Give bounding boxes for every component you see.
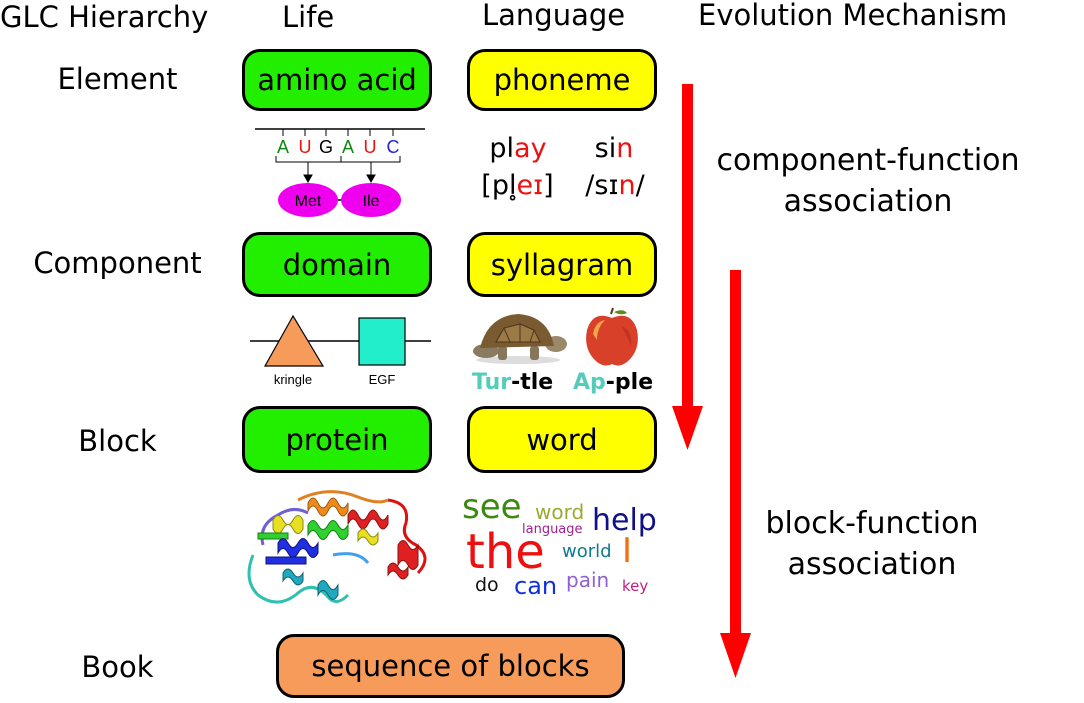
- domain-box: domain: [242, 232, 432, 297]
- word-cloud: see word language help the world I do ca…: [458, 488, 668, 603]
- met-label: Met: [295, 193, 322, 210]
- egf-label: EGF: [369, 372, 396, 387]
- wc-world: world: [562, 541, 612, 562]
- kringle-label: kringle: [274, 372, 312, 387]
- apple-syllables: Ap-ple: [573, 370, 653, 395]
- turtle-syllables: Tur-tle: [472, 370, 553, 395]
- wc-do: do: [475, 574, 499, 596]
- mechanism-block-line2: association: [787, 547, 957, 582]
- header-language: Language: [482, 0, 626, 32]
- sin-ipa-highlight: n: [618, 170, 636, 201]
- apple-syllable-2: -ple: [605, 370, 654, 395]
- header-mechanism: Evolution Mechanism: [698, 0, 1008, 32]
- mechanism-component-line2: association: [783, 184, 953, 219]
- sin-ipa-suffix: /: [635, 170, 645, 201]
- play-ipa-prefix: [pl̥: [481, 170, 517, 201]
- play-ipa-highlight: eɪ: [516, 170, 544, 201]
- apple-image: [586, 307, 638, 366]
- wc-language: language: [522, 522, 583, 537]
- base-4: A: [342, 137, 354, 157]
- codon-translation-diagram: A U G A U C Met Ile: [255, 128, 425, 217]
- wc-can: can: [514, 572, 558, 600]
- mechanism-component-line1: component-function: [716, 143, 1020, 178]
- ipa-sin: /sɪn/: [570, 170, 660, 201]
- base-2: U: [299, 137, 312, 157]
- turtle-image: [473, 314, 567, 364]
- base-5: U: [364, 137, 377, 157]
- syllagram-box: syllagram: [467, 232, 657, 297]
- ile-label: Ile: [363, 193, 380, 210]
- phoneme-label: phoneme: [493, 63, 631, 97]
- play-highlight: ay: [514, 133, 547, 164]
- ipa-play: [pl̥eɪ]: [470, 170, 565, 201]
- play-prefix: pl: [489, 133, 515, 164]
- word-label: word: [526, 422, 598, 457]
- sin-prefix: si: [594, 133, 617, 164]
- header-life: Life: [282, 0, 335, 34]
- apple-syllable-1: Ap: [573, 370, 606, 395]
- wc-pain: pain: [566, 568, 610, 592]
- protein-label: protein: [285, 422, 389, 457]
- amino-acid-box: amino acid: [242, 49, 432, 111]
- wc-see: see: [462, 487, 522, 527]
- level-book: Book: [81, 650, 154, 684]
- egf-square: [358, 317, 406, 366]
- wc-word: word: [535, 500, 585, 524]
- wc-i: I: [622, 531, 633, 571]
- protein-box: protein: [242, 406, 432, 473]
- base-3: G: [319, 137, 333, 157]
- sin-highlight: n: [616, 133, 634, 164]
- wc-the: the: [466, 524, 545, 580]
- protein-structure-image: [247, 490, 427, 604]
- play-ipa-suffix: ]: [543, 170, 554, 201]
- header-hierarchy: GLC Hierarchy: [0, 0, 209, 34]
- kringle-triangle: [263, 314, 325, 367]
- level-component: Component: [33, 246, 202, 280]
- sequence-of-blocks-label: sequence of blocks: [311, 649, 590, 683]
- wc-key: key: [622, 577, 649, 595]
- amino-acid-label: amino acid: [257, 63, 417, 97]
- arrow-component-down-icon: [672, 84, 703, 450]
- base-6: C: [387, 137, 400, 157]
- phoneme-box: phoneme: [467, 49, 657, 111]
- word-sin: sin: [578, 133, 650, 164]
- level-element: Element: [57, 62, 178, 96]
- protein-domains-diagram: kringle EGF: [250, 314, 431, 387]
- arrow-block-down-icon: [720, 270, 751, 678]
- wc-help: help: [592, 503, 657, 538]
- word-play: play: [478, 133, 558, 164]
- ile-ellipse: [341, 183, 401, 217]
- met-ellipse: [278, 183, 338, 217]
- syllagram-label: syllagram: [490, 247, 634, 282]
- sequence-of-blocks-box: sequence of blocks: [276, 634, 625, 698]
- domain-label: domain: [282, 247, 392, 282]
- turtle-syllable-2: -tle: [511, 370, 554, 395]
- turtle-syllable-1: Tur: [472, 370, 512, 395]
- base-1: A: [277, 137, 289, 157]
- word-box: word: [467, 406, 657, 473]
- mechanism-block-line1: block-function: [765, 506, 979, 541]
- level-block: Block: [78, 424, 157, 458]
- sin-ipa-prefix: /sɪ: [585, 170, 619, 201]
